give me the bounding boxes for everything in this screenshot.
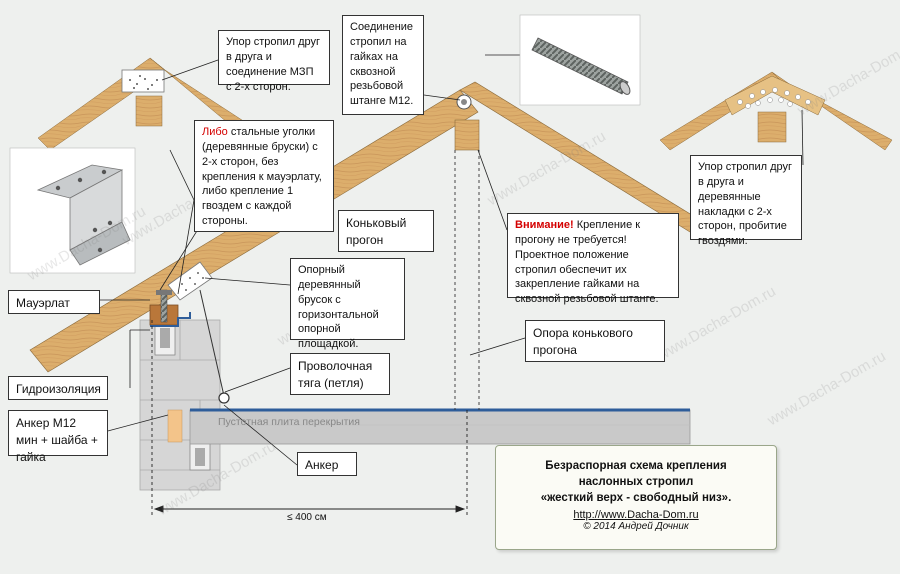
dimension-line [151, 320, 468, 515]
masonry-wall [139, 289, 221, 491]
attention-text: Крепление к прогону не требуется! Проект… [515, 219, 659, 306]
callout-nut-joint: Соединение стропил на гайках на сквозной… [342, 15, 424, 115]
callout-attention: Внимание! Крепление к прогону не требует… [507, 213, 679, 305]
callout-anchor-m12: Анкер М12 мин + шайба + гайка [8, 410, 108, 464]
slab-label: Пустотная плита перекрытия [218, 416, 360, 428]
callout-support-bar: Опорный деревянный брусок с горизонтальн… [290, 258, 405, 350]
right-truss-detail [659, 71, 893, 151]
callout-angles: Либо стальные уголки (деревянные бруски)… [194, 120, 334, 232]
copyright: © 2014 Андрей Дочник [583, 521, 689, 533]
callout-mauerlat: Мауэрлат [8, 290, 100, 314]
title-line-1: Безраспорная схема крепления [545, 460, 727, 472]
callout-wire-tie: Проволочная тяга (петля) [290, 353, 390, 395]
dimension-label: ≤ 400 см [287, 512, 327, 523]
either-word: Либо [202, 126, 228, 138]
site-url: http://www.Dacha-Dom.ru [573, 509, 699, 522]
title-line-3: «жесткий верх - свободный низ». [540, 492, 732, 505]
title-block: Безраспорная схема крепления наслонных с… [495, 445, 777, 550]
angles-text: стальные уголки (деревянные бруски) с 2-… [202, 126, 322, 228]
title-line-2: наслонных стропил [578, 476, 694, 489]
left-truss-detail [37, 57, 286, 159]
leader-lines [100, 54, 804, 466]
callout-anchor: Анкер [297, 452, 357, 476]
callout-purlin-support: Опора конькового прогона [525, 320, 665, 362]
callout-ridge-purlin: Коньковый прогон [338, 210, 434, 252]
angle-bracket-image [9, 147, 136, 274]
callout-overlay-plates: Упор стропил друг в друга и деревянные н… [690, 155, 802, 247]
attention-word: Внимание! [515, 219, 574, 231]
floor-slab [189, 408, 691, 445]
callout-rafter-stop-mzp: Упор стропил друг в друга и соединение М… [218, 30, 330, 93]
threaded-rod-image [519, 14, 641, 106]
callout-waterproofing: Гидроизоляция [8, 376, 108, 400]
wire-tie [199, 289, 230, 404]
purlin-support-post [454, 150, 480, 410]
